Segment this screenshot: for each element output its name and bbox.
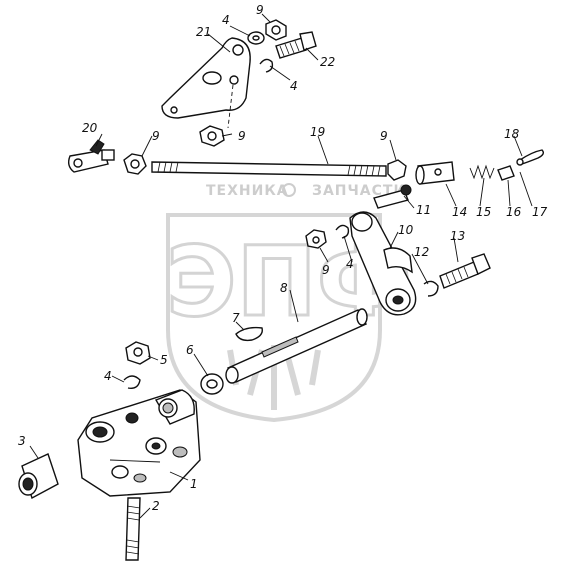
washer-part-4-left [123, 375, 141, 390]
callout-19: 19 [310, 125, 325, 139]
leader-lines [29, 13, 533, 519]
callout-13: 13 [450, 229, 465, 243]
callout-11: 11 [416, 203, 431, 217]
shaft-part-8 [225, 308, 368, 384]
watermark-shield [166, 213, 382, 423]
key-part-7 [235, 326, 263, 342]
watermark-text-left: ТЕХНИКА [206, 183, 289, 199]
bracket-dashed-line [227, 84, 234, 129]
pin-part-11 [373, 184, 412, 209]
callout-10: 10 [398, 223, 414, 237]
callout-21: 21 [196, 25, 211, 39]
washer-part-6 [200, 373, 224, 395]
watermark-text-right: ЗАПЧАСТИ [312, 183, 406, 199]
cap-part-16 [497, 165, 515, 181]
callout-labels: 1 2 3 4 5 6 7 8 9 10 11 12 13 14 15 16 1… [18, 3, 548, 513]
callout-9-top: 9 [256, 3, 264, 17]
callout-4-left: 4 [104, 369, 112, 383]
washer-part-4-split [259, 58, 274, 73]
stud-part-2 [125, 497, 141, 561]
nut-part-5 [125, 341, 151, 365]
callout-9-bracket: 9 [238, 129, 246, 143]
callout-3: 3 [18, 434, 26, 448]
bracket-part-21 [161, 37, 251, 119]
callout-4-split: 4 [290, 79, 298, 93]
callout-17: 17 [532, 205, 548, 219]
callout-7: 7 [232, 311, 240, 325]
bushing-part-3 [18, 453, 59, 500]
callout-16: 16 [506, 205, 522, 219]
callout-6: 6 [186, 343, 194, 357]
callout-20: 20 [82, 121, 98, 135]
watermark-gear-icon [282, 183, 296, 197]
washer-part-4-top [247, 31, 265, 45]
callout-4-top: 4 [222, 13, 230, 27]
bolt-part-13 [439, 253, 491, 289]
washer-part-4-lever [335, 224, 350, 239]
callout-22: 22 [320, 55, 335, 69]
callout-9-rod-left: 9 [152, 129, 160, 143]
callout-1: 1 [190, 477, 198, 491]
callout-9-rod-right: 9 [380, 129, 388, 143]
spring-part-15 [469, 164, 495, 180]
nut-part-9-rod-left [123, 153, 147, 175]
cotter-pin-part-18 [516, 149, 545, 166]
coupling-part-14 [415, 161, 455, 185]
rod-part-19 [151, 161, 387, 177]
callout-8: 8 [280, 281, 288, 295]
callout-4-lever: 4 [346, 257, 354, 271]
callout-15: 15 [476, 205, 491, 219]
callout-9-lever: 9 [322, 263, 330, 277]
nut-part-9-top [265, 19, 287, 41]
lever-part-10 [349, 211, 417, 316]
nut-part-9-lever [305, 229, 327, 249]
callout-5: 5 [160, 353, 168, 367]
callout-18: 18 [504, 127, 520, 141]
callout-14: 14 [452, 205, 467, 219]
housing-part-1 [77, 389, 201, 497]
nut-part-9-bracket [199, 125, 225, 147]
bolt-part-22 [275, 31, 317, 59]
clevis-part-20 [67, 139, 115, 173]
washer-part-12 [423, 280, 439, 297]
nut-part-9-rod-right [387, 159, 407, 181]
callout-12: 12 [414, 245, 429, 259]
callout-2: 2 [152, 499, 160, 513]
